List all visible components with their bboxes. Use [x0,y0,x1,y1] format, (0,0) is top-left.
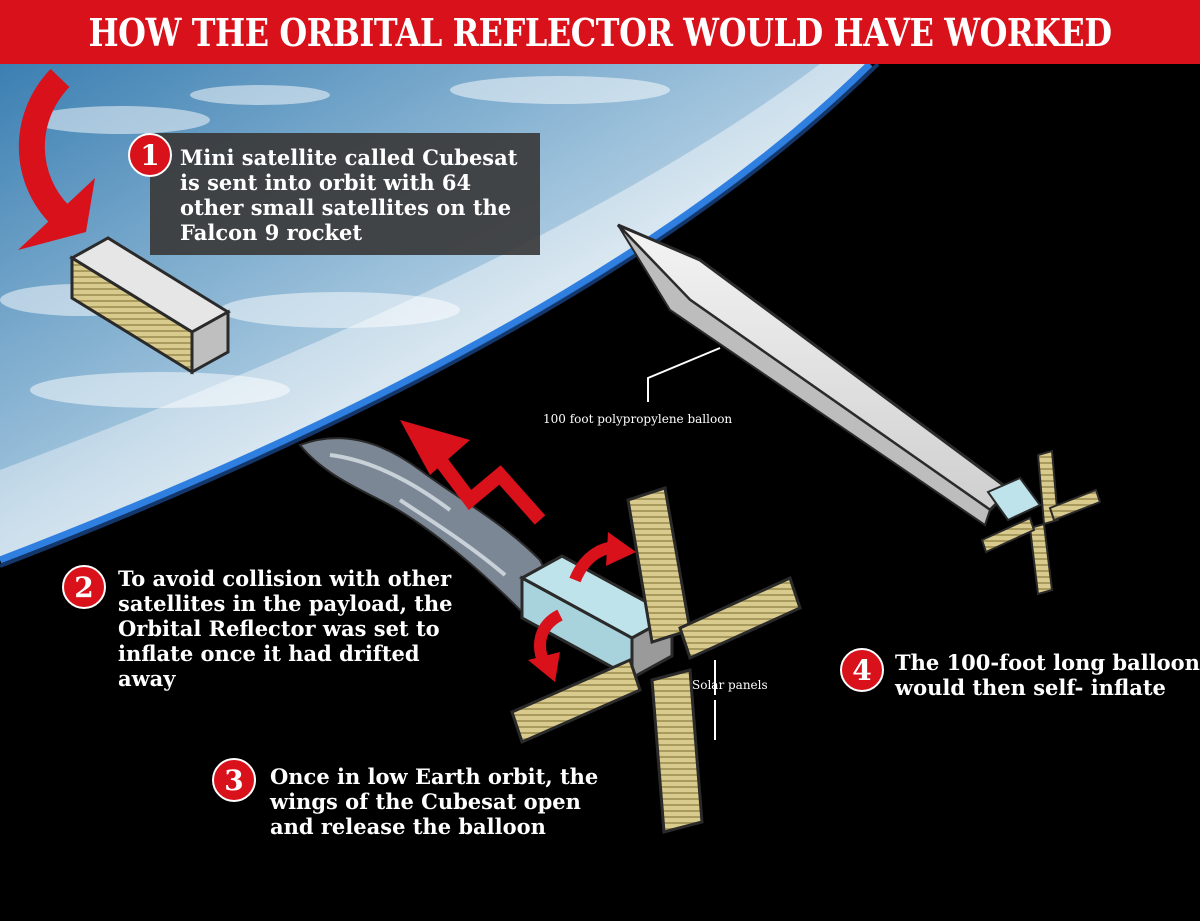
step-4-text: The 100-foot long balloon would then sel… [895,650,1200,700]
step-1-text: Mini satellite called Cubesat is sent in… [180,145,518,245]
step-3-number: 3 [212,758,256,802]
step-1-box [150,133,540,255]
cubesat-open [510,486,802,834]
balloon-callout: 100 foot polypropylene balloon [543,412,733,426]
cubesat [69,236,231,375]
callout-lines [647,347,721,740]
title-bar: HOW THE ORBITAL REFLECTOR WOULD HAVE WOR… [0,0,1200,64]
step-3-text: Once in low Earth orbit, the wings of th… [270,764,599,839]
rotate-arrows [528,532,636,682]
drift-arrow [400,420,546,525]
step-4-number: 4 [840,648,884,692]
inflated-balloon [616,223,1102,596]
step-1-number: 1 [128,133,172,177]
page-title: HOW THE ORBITAL REFLECTOR WOULD HAVE WOR… [88,9,1112,55]
step-2-number: 2 [62,565,106,609]
launch-arrow [18,69,95,250]
step-2-text: To avoid collision with other satellites… [118,566,453,691]
solar-panels-callout: Solar panels [692,678,768,692]
